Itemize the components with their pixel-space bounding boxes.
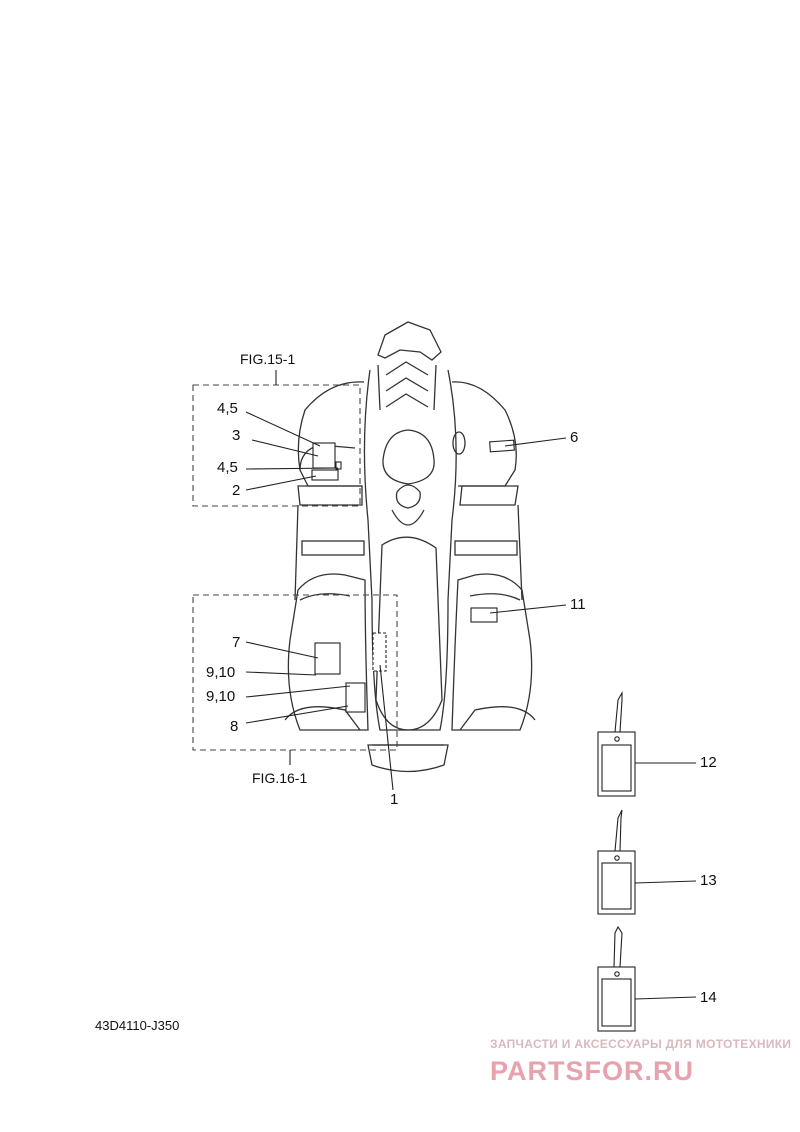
- sticker-8: [345, 682, 366, 713]
- hang-tag-13: [597, 809, 697, 915]
- callout-2: 2: [232, 482, 240, 499]
- callout-14: 14: [700, 989, 717, 1006]
- fig-16-box: [192, 594, 398, 751]
- body-stickers: [311, 439, 515, 713]
- callout-1: 1: [390, 791, 398, 808]
- sticker-1: [372, 632, 387, 672]
- watermark-tagline: ЗАПЧАСТИ И АКСЕССУАРЫ ДЛЯ МОТОТЕХНИКИ: [490, 1037, 791, 1051]
- sticker-7: [314, 642, 341, 675]
- callout-13: 13: [700, 872, 717, 889]
- callout-9-10-top: 9,10: [206, 664, 235, 681]
- hang-tag-14: [597, 925, 697, 1032]
- callout-4-5-top: 4,5: [217, 400, 238, 417]
- callout-12: 12: [700, 754, 717, 771]
- hang-tag-12: [597, 690, 696, 797]
- callout-6: 6: [570, 429, 578, 446]
- callout-11: 11: [570, 596, 586, 613]
- fig-16-label: FIG.16-1: [252, 770, 307, 786]
- sticker-4-5: [335, 461, 342, 470]
- callout-8: 8: [230, 718, 238, 735]
- atv-body-outline: [284, 321, 536, 773]
- callout-4-5-bottom: 4,5: [217, 459, 238, 476]
- callout-9-10-bottom: 9,10: [206, 688, 235, 705]
- diagram-code: 43D4110-J350: [95, 1018, 179, 1033]
- fig-15-label: FIG.15-1: [240, 351, 295, 367]
- sticker-2: [311, 469, 339, 481]
- leader-lines: [245, 411, 567, 791]
- callout-3: 3: [232, 427, 240, 444]
- watermark-brand: PARTSFOR.RU: [490, 1056, 694, 1086]
- callout-7: 7: [232, 634, 240, 651]
- sticker-11: [470, 607, 498, 623]
- sticker-6: [489, 439, 515, 453]
